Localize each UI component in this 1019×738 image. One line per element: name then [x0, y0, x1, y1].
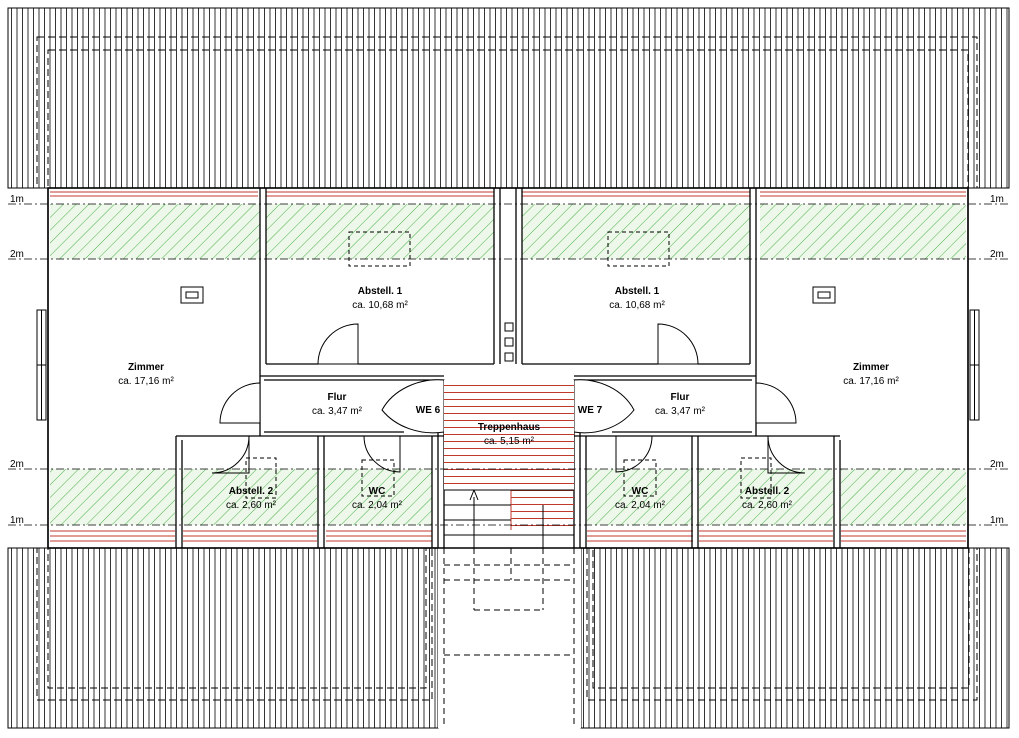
room-area-we6-flur: ca. 3,47 m²: [312, 406, 363, 417]
height-label-1m-top-left: 1m: [10, 194, 24, 205]
room-name-we6-flur: Flur: [328, 392, 347, 403]
room-name-we7-wc: WC: [632, 486, 649, 497]
room-name-we6-wc: WC: [369, 486, 386, 497]
unit-label-we7: WE 7: [578, 405, 603, 416]
height-label-1m-top-right: 1m: [990, 194, 1004, 205]
height-label-1m-bot-right: 1m: [990, 515, 1004, 526]
floor-area: [47, 187, 969, 549]
room-area-we6-abstell2: ca. 2,60 m²: [226, 500, 277, 511]
fixtures: [245, 457, 772, 499]
room-name-we6-zimmer: Zimmer: [128, 362, 164, 373]
room-name-we7-abstell2: Abstell. 2: [745, 486, 790, 497]
room-name-we7-abstell1: Abstell. 1: [615, 286, 660, 297]
height-label-1m-bot-left: 1m: [10, 515, 24, 526]
height-label-2m-top-left: 2m: [10, 249, 24, 260]
room-area-we6-abstell1: ca. 10,68 m²: [352, 300, 408, 311]
room-name-we7-zimmer: Zimmer: [853, 362, 889, 373]
room-area-we6-zimmer: ca. 17,16 m²: [118, 376, 174, 387]
room-area-we7-abstell1: ca. 10,68 m²: [609, 300, 665, 311]
room-name-we6-abstell2: Abstell. 2: [229, 486, 274, 497]
unit-label-we6: WE 6: [416, 405, 441, 416]
height-lines: [8, 203, 1009, 526]
room-area-we6-wc: ca. 2,04 m²: [352, 500, 403, 511]
room-area-treppenhaus: ca. 5,15 m²: [484, 436, 535, 447]
height-label-2m-bot-right: 2m: [990, 459, 1004, 470]
room-name-we7-flur: Flur: [671, 392, 690, 403]
roof-windows: [180, 231, 836, 362]
room-area-we7-wc: ca. 2,04 m²: [615, 500, 666, 511]
room-area-we7-abstell2: ca. 2,60 m²: [742, 500, 793, 511]
side-windows: [36, 309, 980, 421]
room-name-treppenhaus: Treppenhaus: [478, 422, 541, 433]
doors: [211, 323, 806, 474]
stairwell: [443, 380, 575, 728]
roof-bottom: [7, 547, 1010, 729]
room-name-we6-abstell1: Abstell. 1: [358, 286, 403, 297]
room-area-we7-flur: ca. 3,47 m²: [655, 406, 706, 417]
room-area-we7-zimmer: ca. 17,16 m²: [843, 376, 899, 387]
room-labels: Abstell. 1 ca. 10,68 m² Abstell. 1 ca. 1…: [118, 286, 899, 511]
height-label-2m-top-right: 2m: [990, 249, 1004, 260]
roof-top: [7, 7, 1010, 189]
height-label-2m-bot-left: 2m: [10, 459, 24, 470]
